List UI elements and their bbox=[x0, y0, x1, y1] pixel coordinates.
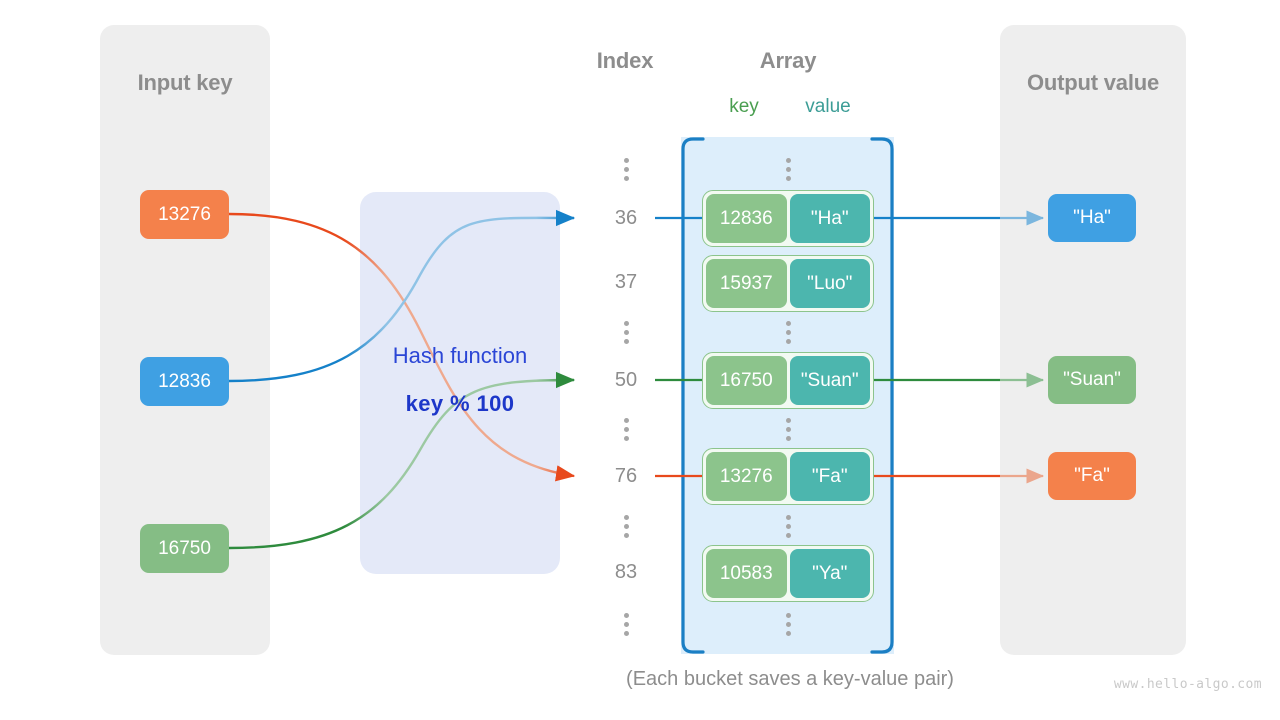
key-subheading: key bbox=[729, 96, 759, 117]
array-ellipsis-3 bbox=[781, 515, 795, 538]
input-key-2[interactable]: 16750 bbox=[140, 524, 229, 573]
bucket-value-36: "Ha" bbox=[789, 194, 870, 243]
bucket-50[interactable]: 16750 "Suan" bbox=[702, 352, 874, 409]
output-panel-title: Output value bbox=[1026, 70, 1160, 95]
array-ellipsis-1 bbox=[781, 321, 795, 344]
index-label-76: 76 bbox=[614, 465, 638, 487]
site-watermark: www.hello-algo.com bbox=[1113, 677, 1262, 692]
bucket-37[interactable]: 15937 "Luo" bbox=[702, 255, 874, 312]
array-ellipsis-2 bbox=[781, 418, 795, 441]
value-subheading: value bbox=[805, 96, 851, 117]
index-label-83: 83 bbox=[614, 561, 638, 583]
input-key-1[interactable]: 12836 bbox=[140, 357, 229, 406]
output-value-1[interactable]: "Suan" bbox=[1048, 356, 1136, 404]
output-value-panel: Output value bbox=[1000, 25, 1186, 655]
bucket-83[interactable]: 10583 "Ya" bbox=[702, 545, 874, 602]
array-ellipsis-4 bbox=[781, 613, 795, 636]
index-label-36: 36 bbox=[614, 207, 638, 229]
index-label-50: 50 bbox=[614, 369, 638, 391]
index-ellipsis-4 bbox=[619, 613, 633, 636]
bucket-value-37: "Luo" bbox=[789, 259, 870, 308]
bucket-value-83: "Ya" bbox=[789, 549, 870, 598]
index-ellipsis-2 bbox=[619, 418, 633, 441]
bucket-36[interactable]: 12836 "Ha" bbox=[702, 190, 874, 247]
output-value-2[interactable]: "Fa" bbox=[1048, 452, 1136, 500]
index-ellipsis-3 bbox=[619, 515, 633, 538]
array-column-heading: Array bbox=[759, 48, 817, 73]
index-ellipsis-0 bbox=[619, 158, 633, 181]
bucket-key-83: 10583 bbox=[706, 549, 787, 598]
array-ellipsis-0 bbox=[781, 158, 795, 181]
bucket-76[interactable]: 13276 "Fa" bbox=[702, 448, 874, 505]
index-label-37: 37 bbox=[614, 271, 638, 293]
bucket-value-76: "Fa" bbox=[789, 452, 870, 501]
bucket-key-37: 15937 bbox=[706, 259, 787, 308]
output-value-0[interactable]: "Ha" bbox=[1048, 194, 1136, 242]
bucket-key-36: 12836 bbox=[706, 194, 787, 243]
index-ellipsis-1 bbox=[619, 321, 633, 344]
input-panel-title: Input key bbox=[137, 70, 233, 95]
bucket-key-50: 16750 bbox=[706, 356, 787, 405]
hash-formula-label: key % 100 bbox=[405, 391, 515, 416]
hash-function-box bbox=[360, 192, 560, 574]
bucket-value-50: "Suan" bbox=[789, 356, 870, 405]
diagram-caption: (Each bucket saves a key-value pair) bbox=[626, 668, 954, 690]
array-bracket-icon bbox=[681, 137, 894, 654]
index-column-heading: Index bbox=[596, 48, 654, 73]
bucket-key-76: 13276 bbox=[706, 452, 787, 501]
hash-function-label: Hash function bbox=[392, 343, 528, 368]
input-key-0[interactable]: 13276 bbox=[140, 190, 229, 239]
